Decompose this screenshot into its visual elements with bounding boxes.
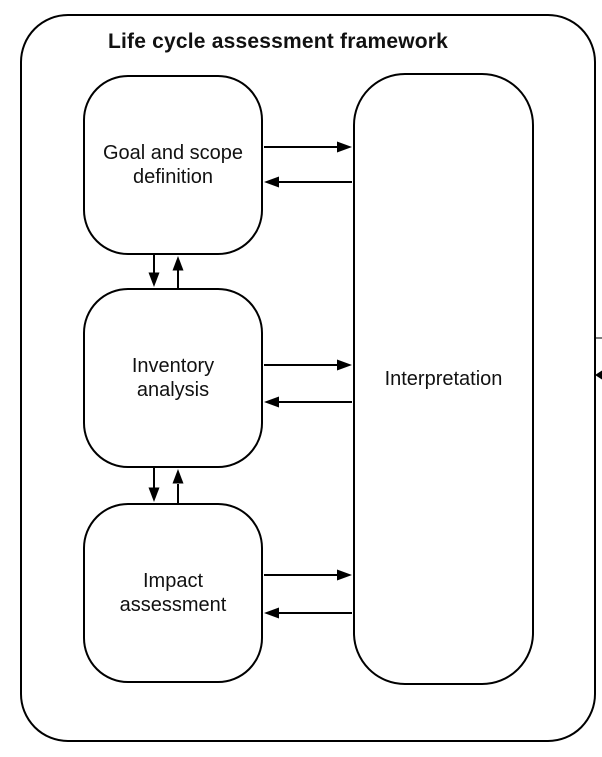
box-goal-and-scope-definition: Goal and scope definition	[83, 75, 263, 255]
impact-label-line2: assessment	[119, 594, 227, 616]
goal-scope-label-line1: Goal and scope	[102, 142, 244, 164]
impact-label-line1: Impact	[142, 570, 204, 592]
stub-external-to-framework-arrowhead	[595, 370, 602, 380]
inventory-label-line2: analysis	[136, 379, 210, 401]
inventory-label-line1: Inventory	[131, 355, 215, 377]
box-impact-assessment: Impact assessment	[83, 503, 263, 683]
box-inventory-analysis: Inventory analysis	[83, 288, 263, 468]
interpretation-label: Interpretation	[384, 368, 503, 390]
box-interpretation: Interpretation	[353, 73, 534, 685]
diagram-title: Life cycle assessment framework	[107, 30, 449, 53]
goal-scope-label-line2: definition	[132, 166, 214, 188]
